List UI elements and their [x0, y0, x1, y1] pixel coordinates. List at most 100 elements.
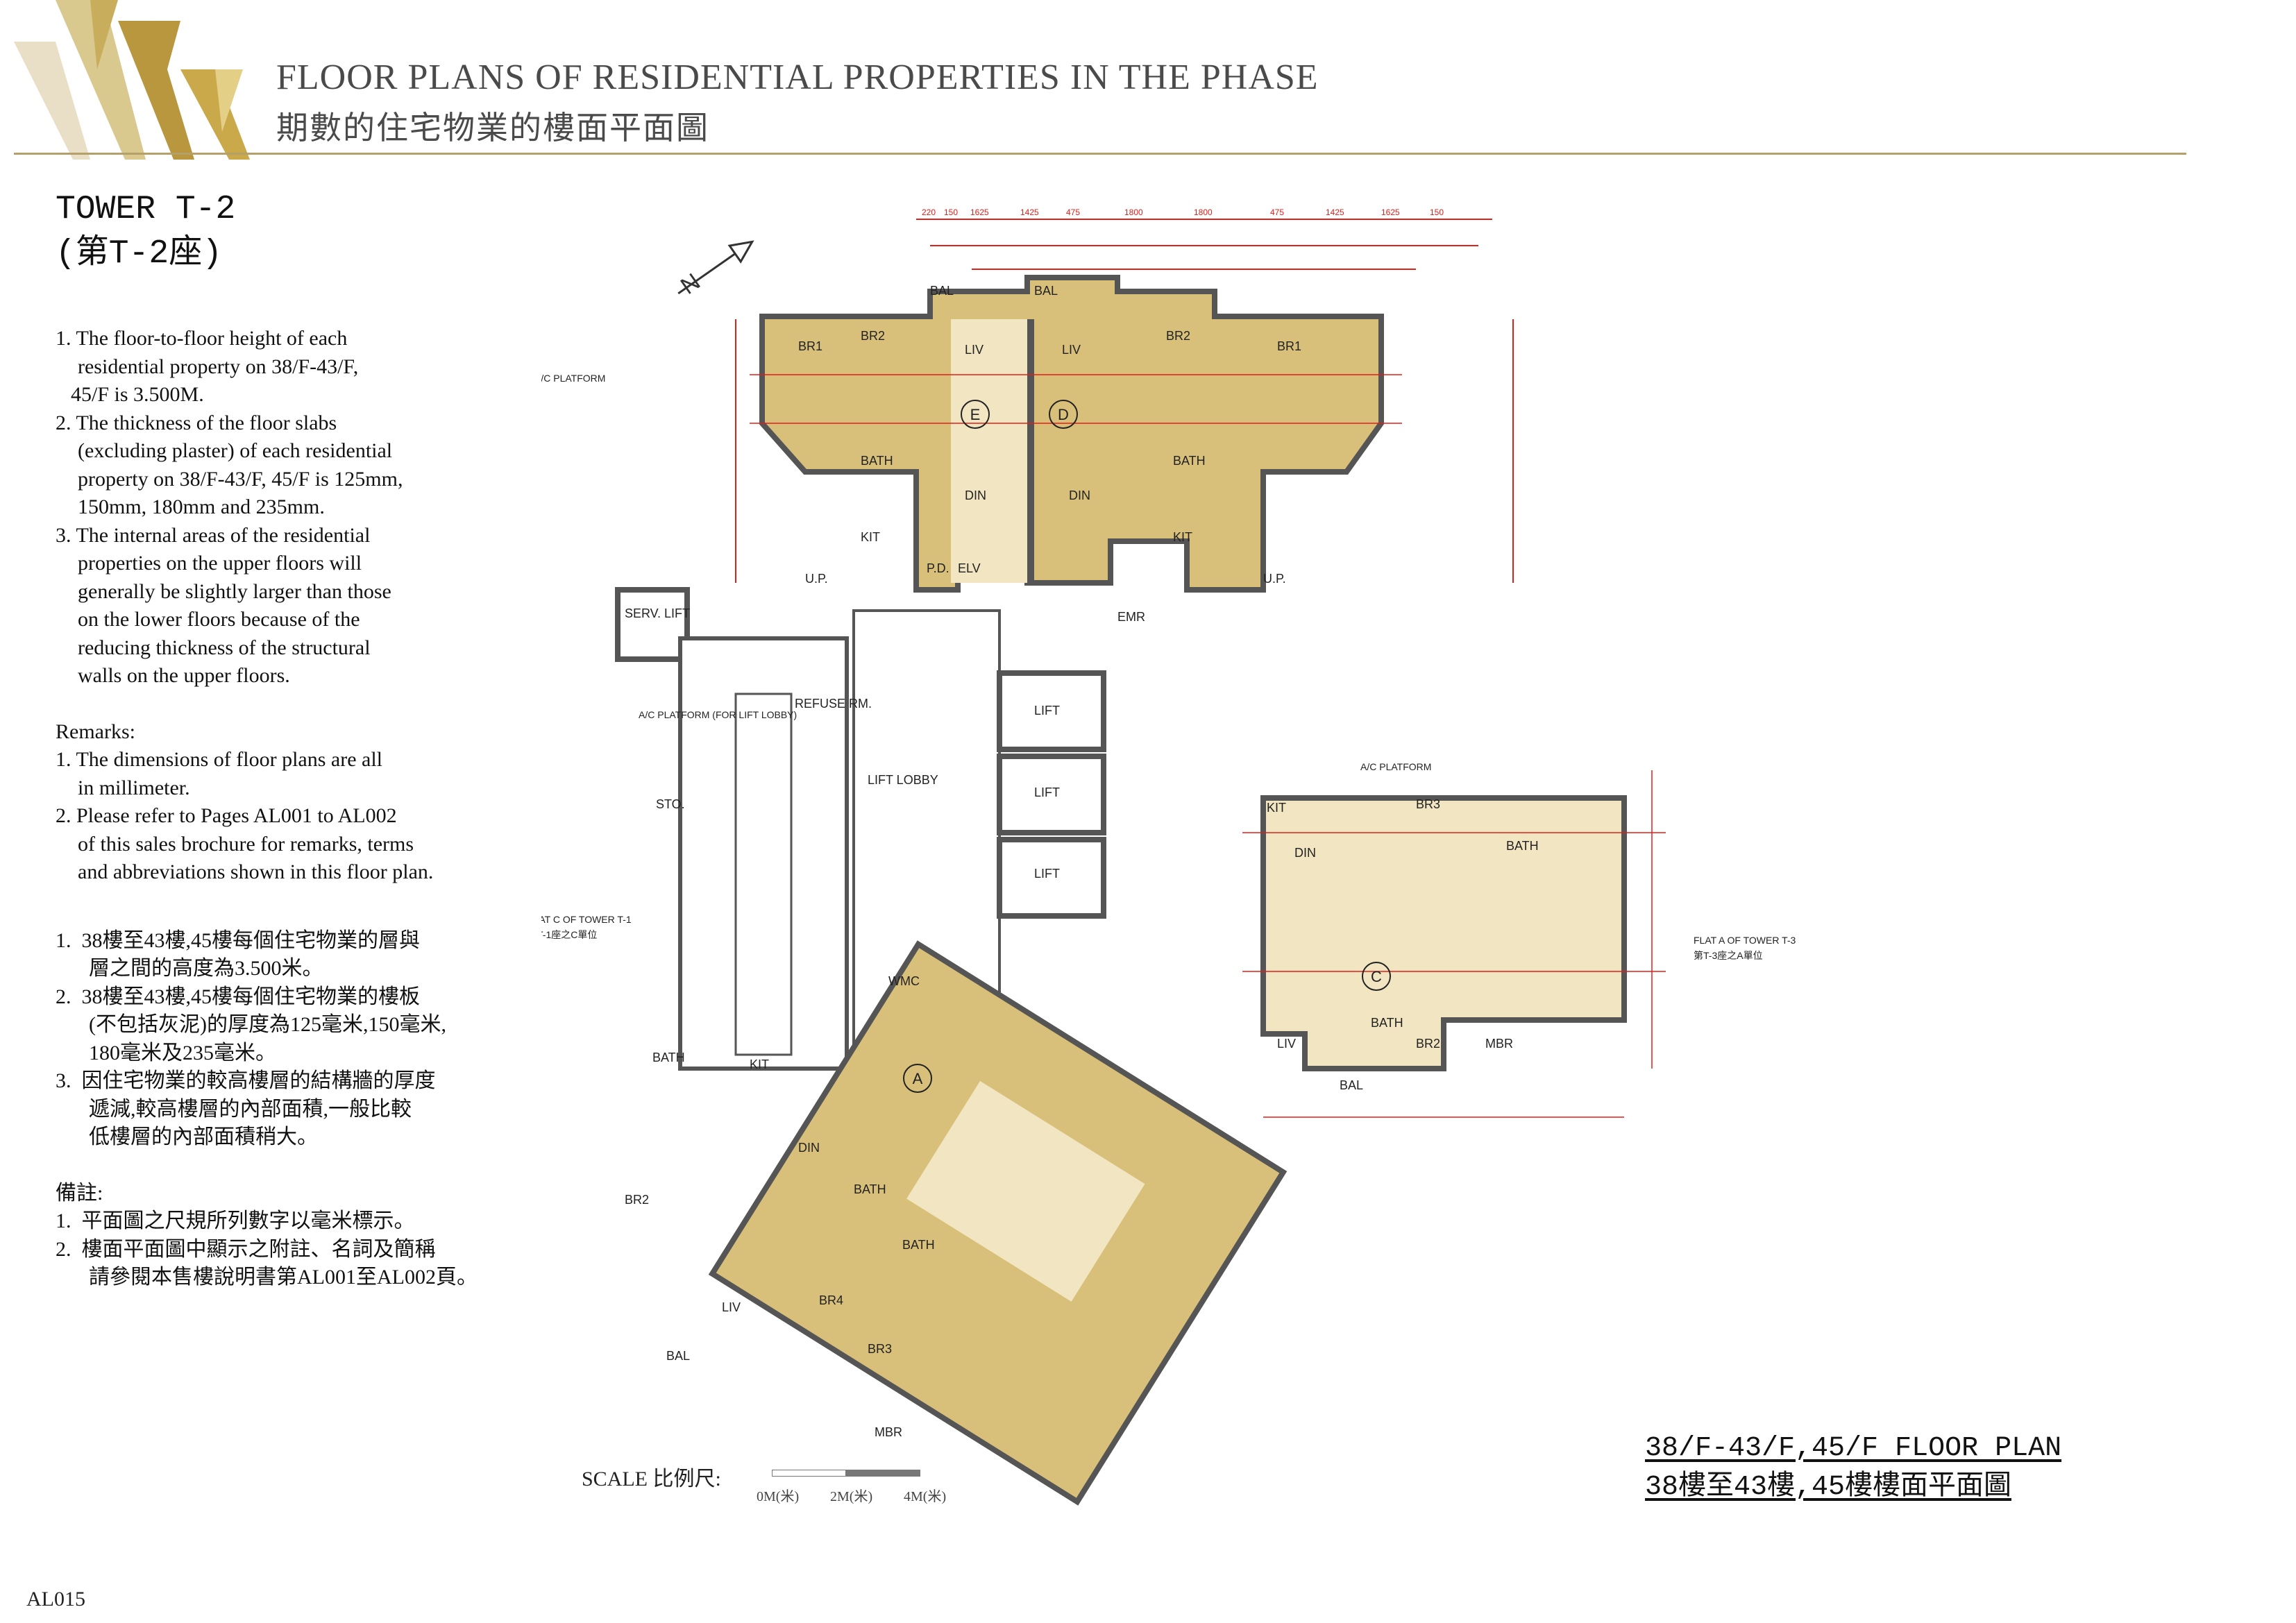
note-zh-line: 180毫米及235毫米。 — [89, 1041, 276, 1064]
note-line: (excluding plaster) of each residential — [78, 439, 393, 462]
dim-label: 1800 — [1124, 207, 1143, 217]
note-line: 2. The thickness of the floor slabs — [56, 411, 337, 434]
note-zh-line: 低樓層的內部面積稍大。 — [89, 1125, 318, 1148]
note-zh-line: 遞減,較高樓層的內部面積,一般比較 — [89, 1097, 412, 1121]
tower-name-zh: (第T-2座) — [56, 235, 223, 273]
room-label: DIN — [1069, 488, 1090, 502]
note-line: reducing thickness of the structural — [78, 636, 371, 659]
floor-plan-drawing: N 220 150 1625 1425 475 1800 1800 475 14… — [541, 207, 1796, 1506]
scale-tick-label: 2M(米) — [830, 1489, 873, 1504]
note-line: residential property on 38/F-43/F, — [78, 355, 359, 378]
developer-logo — [14, 0, 250, 160]
dimension-lines-grid — [750, 374, 1666, 1118]
plan-title-zh: 38樓至43樓,45樓樓面平面圖 — [1645, 1472, 2012, 1503]
room-label: BR2 — [625, 1193, 649, 1207]
remark-line: and abbreviations shown in this floor pl… — [78, 860, 434, 883]
flat-c-block — [1260, 795, 1627, 1071]
ac-platform-label: A/C PLATFORM — [1360, 761, 1431, 772]
room-label: LIV — [1062, 343, 1081, 357]
room-label: DIN — [1294, 846, 1316, 860]
note-zh-line: 2. 38樓至43樓,45樓每個住宅物業的樓板 — [56, 985, 420, 1008]
notes-panel: 1. The floor-to-floor height of each res… — [56, 325, 555, 1292]
header-title-en: FLOOR PLANS OF RESIDENTIAL PROPERTIES IN… — [276, 58, 1319, 97]
flat-a-t3-label: FLAT A OF TOWER T-3 — [1694, 935, 1796, 946]
room-label: MBR — [1485, 1037, 1513, 1051]
note-line: walls on the upper floors. — [78, 664, 290, 687]
room-label: BR1 — [798, 339, 822, 353]
dim-label: 475 — [1270, 207, 1284, 217]
note-zh-line: 3. 因住宅物業的較高樓層的結構牆的厚度 — [56, 1069, 436, 1092]
remarks-zh-heading: 備註: — [56, 1181, 103, 1205]
room-label: ELV — [958, 561, 981, 575]
room-label: LIV — [965, 343, 984, 357]
room-label: LIFT — [1034, 867, 1060, 881]
note-line: property on 38/F-43/F, 45/F is 125mm, — [78, 467, 403, 491]
room-label: BR1 — [1277, 339, 1301, 353]
room-label: MBR — [875, 1425, 902, 1439]
scale-label: SCALE 比例尺: — [582, 1468, 721, 1490]
ac-platform-lobby-label: A/C PLATFORM (FOR LIFT LOBBY) — [639, 709, 797, 720]
room-label: BR2 — [1416, 1037, 1440, 1051]
remark-zh-line: 1. 平面圖之尺規所列數字以毫米標示。 — [56, 1209, 415, 1232]
dim-label: 1625 — [1381, 207, 1400, 217]
dim-label: 1625 — [970, 207, 989, 217]
room-label: BAL — [1340, 1078, 1363, 1092]
flat-marker-a: A — [913, 1070, 923, 1087]
room-label: KIT — [1267, 801, 1286, 815]
remark-line: 2. Please refer to Pages AL001 to AL002 — [56, 804, 397, 827]
room-label: BATH — [652, 1051, 685, 1064]
north-arrow-icon: N — [676, 240, 754, 300]
flat-marker-e: E — [970, 406, 981, 423]
remarks-heading: Remarks: — [56, 720, 135, 743]
room-label: BR3 — [868, 1342, 892, 1356]
room-label: BR4 — [819, 1293, 843, 1307]
remark-zh-line: 2. 樓面平面圖中顯示之附註、名詞及簡稱 — [56, 1237, 436, 1261]
scale-tick-label: 0M(米) — [757, 1489, 800, 1504]
room-label: WMC — [888, 974, 920, 988]
room-label: BAL — [930, 284, 954, 298]
room-label: LIFT LOBBY — [868, 773, 938, 787]
dim-label: 220 — [922, 207, 936, 217]
note-line: 150mm, 180mm and 235mm. — [78, 495, 325, 518]
header-divider — [14, 153, 2186, 155]
room-label: BAL — [1034, 284, 1058, 298]
page-number: AL015 — [26, 1588, 85, 1611]
dimension-labels-top: 220 150 1625 1425 475 1800 1800 475 1425… — [922, 207, 1444, 217]
room-label: BR3 — [1416, 797, 1440, 811]
plan-title-en: 38/F-43/F,45/F FLOOR PLAN — [1645, 1433, 2062, 1464]
room-label: LIV — [1277, 1037, 1296, 1051]
room-label: STO. — [656, 797, 685, 811]
room-label: BATH — [1371, 1016, 1403, 1030]
room-label: LIFT — [1034, 785, 1060, 799]
room-label: REFUSE RM. — [795, 697, 872, 711]
upper-block — [759, 275, 1384, 593]
flat-markers: E D C A — [903, 400, 1391, 1093]
dim-label: 475 — [1066, 207, 1080, 217]
flat-marker-d: D — [1058, 406, 1069, 423]
ac-platform-label: A/C PLATFORM — [541, 373, 605, 384]
room-label: KIT — [1173, 530, 1192, 544]
room-label: DIN — [965, 488, 986, 502]
room-label: KIT — [861, 530, 880, 544]
flat-a-block — [708, 940, 1288, 1506]
dim-label: 1800 — [1194, 207, 1213, 217]
room-label: U.P. — [1263, 572, 1286, 586]
room-label: BATH — [854, 1182, 886, 1196]
room-label: EMR — [1117, 610, 1145, 624]
flat-c-t1-label-zh: 第T-1座之C單位 — [541, 929, 597, 940]
room-label: LIFT — [1034, 704, 1060, 717]
note-zh-line: 1. 38樓至43樓,45樓每個住宅物業的層與 — [56, 928, 420, 952]
flat-a-t3-label-zh: 第T-3座之A單位 — [1694, 950, 1763, 961]
flat-marker-c: C — [1371, 968, 1382, 985]
room-label: U.P. — [805, 572, 828, 586]
room-label: P.D. — [927, 561, 949, 575]
room-label: BR2 — [1166, 329, 1190, 343]
room-label: DIN — [798, 1141, 820, 1155]
room-label: BATH — [1506, 839, 1539, 853]
note-line: properties on the upper floors will — [78, 552, 362, 575]
svg-text:N: N — [676, 269, 705, 300]
room-label: BATH — [861, 454, 893, 468]
dim-label: 1425 — [1020, 207, 1039, 217]
room-label: BAL — [666, 1349, 690, 1363]
plan-title: 38/F-43/F,45/F FLOOR PLAN 38樓至43樓,45樓樓面平… — [1645, 1429, 2061, 1507]
